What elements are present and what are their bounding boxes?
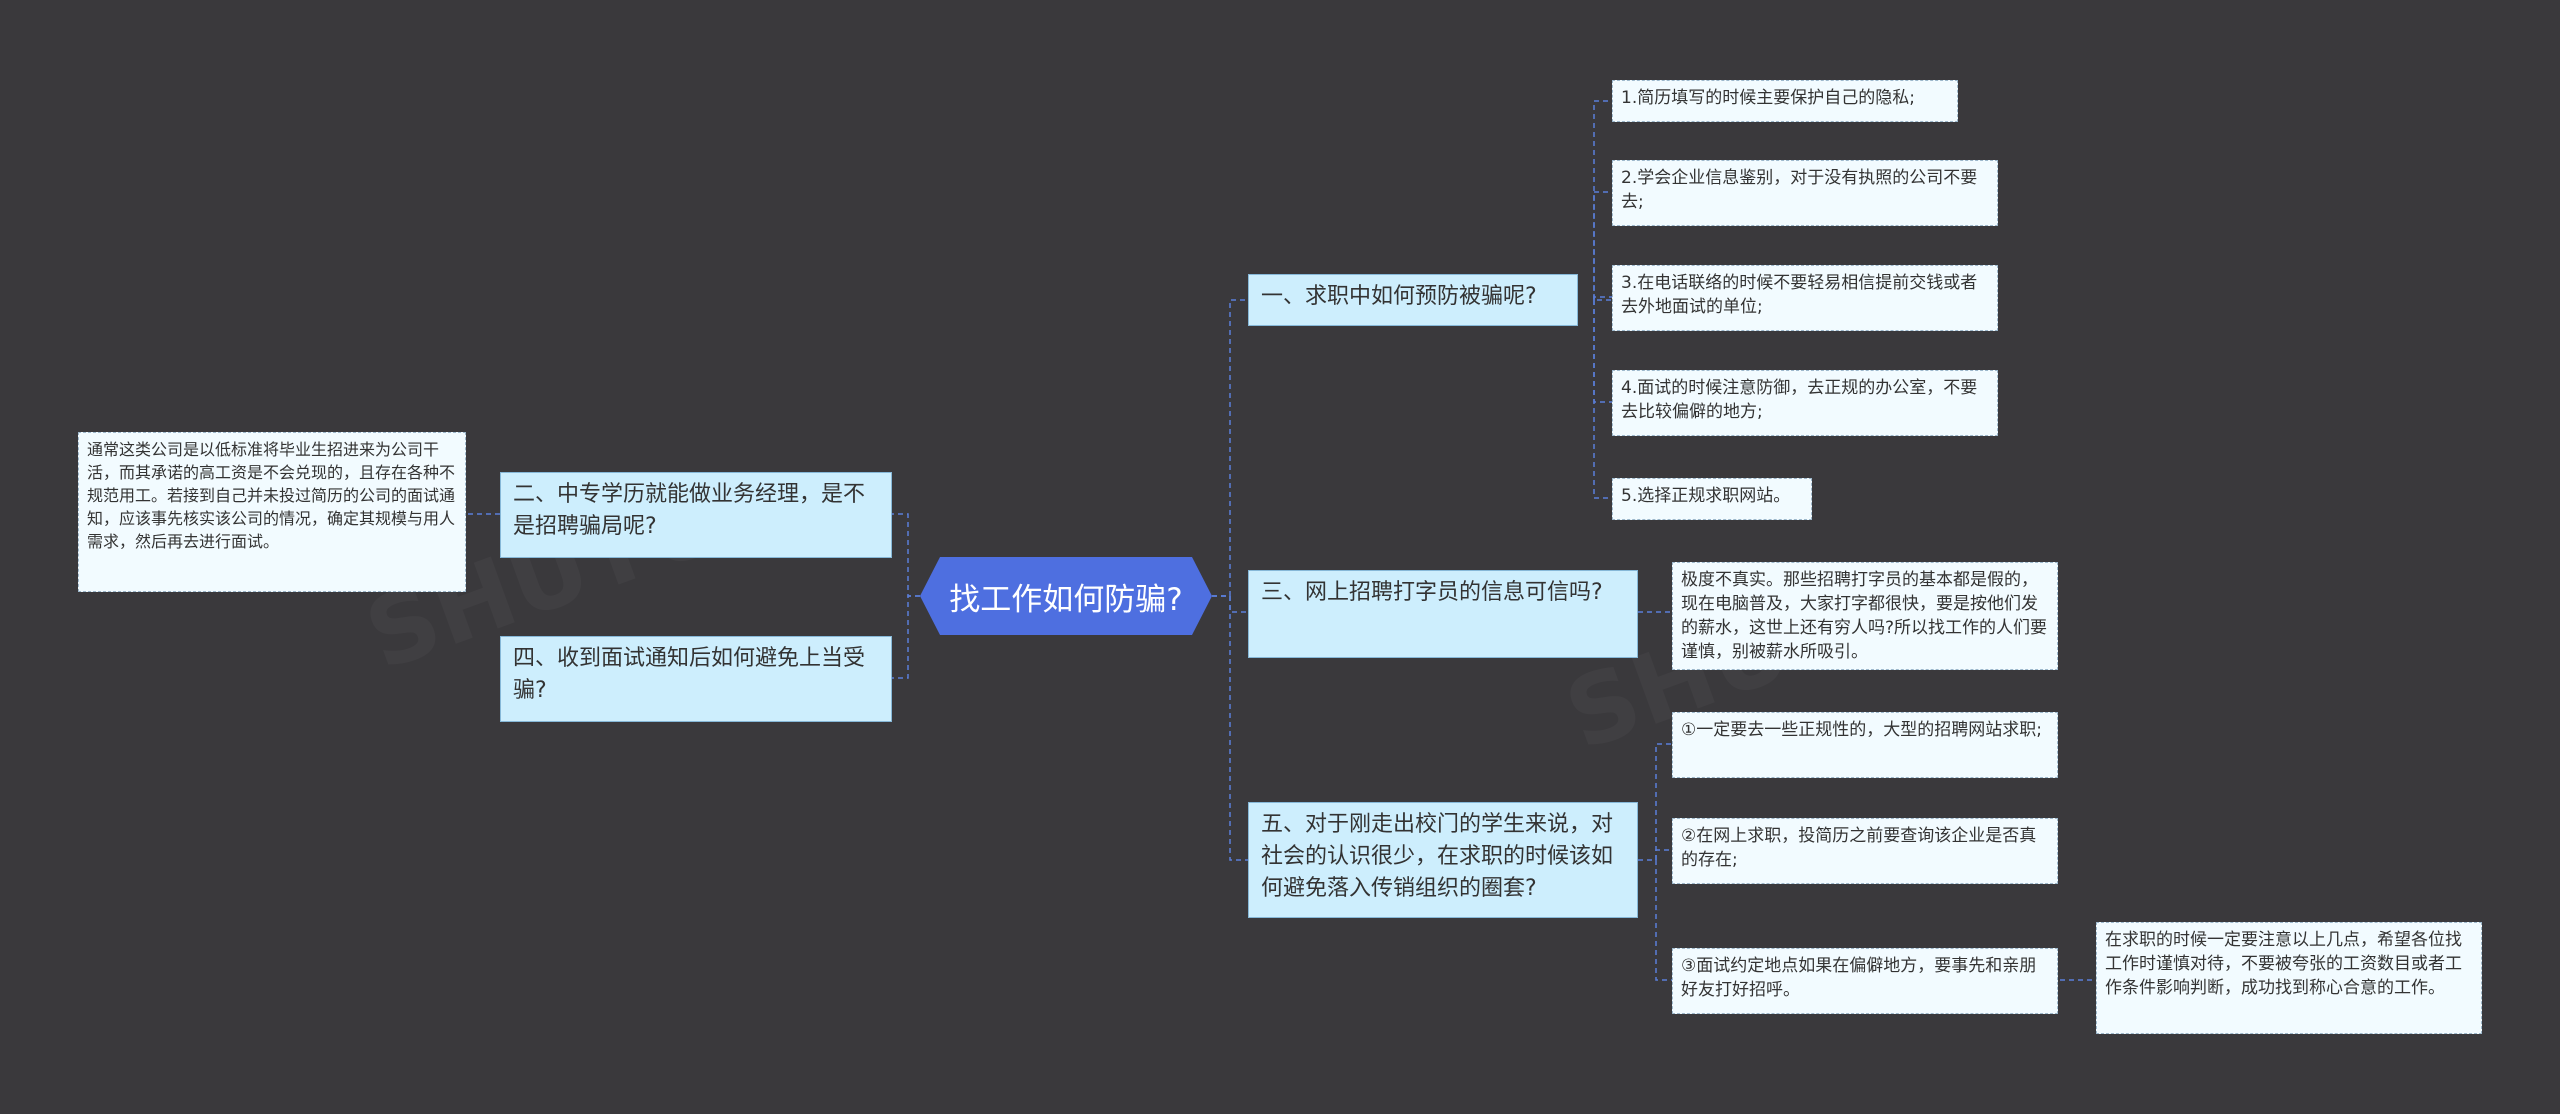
link-b5-l3 [1655, 860, 1672, 981]
link-b1-l2 [1593, 191, 1612, 300]
leaf-b5-2[interactable]: ②在网上求职，投简历之前要查询该企业是否真的存在; [1672, 818, 2058, 884]
branch-label: 一、求职中如何预防被骗呢? [1261, 284, 1537, 309]
leaf-text: 极度不真实。那些招聘打字员的基本都是假的，现在电脑普及，大家打字都很快，要是按他… [1681, 570, 2048, 662]
leaf-b5-3[interactable]: ③面试约定地点如果在偏僻地方，要事先和亲朋好友打好招呼。 [1672, 948, 2058, 1014]
branch-prevent-fraud[interactable]: 一、求职中如何预防被骗呢? [1248, 274, 1578, 326]
link-b5-l1 [1638, 743, 1672, 861]
link-b1-l4 [1593, 300, 1612, 403]
leaf-b3-1[interactable]: 极度不真实。那些招聘打字员的基本都是假的，现在电脑普及，大家打字都很快，要是按他… [1672, 562, 2058, 670]
link-b1-l5 [1593, 300, 1612, 499]
branch-interview-notice[interactable]: 四、收到面试通知后如何避免上当受骗? [500, 636, 892, 722]
leaf-text: 3.在电话联络的时候不要轻易相信提前交钱或者去外地面试的单位; [1621, 273, 1978, 317]
root-topic-label: 找工作如何防骗? [949, 581, 1183, 618]
leaf-b5-3-sub[interactable]: 在求职的时候一定要注意以上几点，希望各位找工作时谨慎对待，不要被夸张的工资数目或… [2096, 922, 2482, 1034]
branch-label: 二、中专学历就能做业务经理，是不是招聘骗局呢? [513, 482, 866, 539]
leaf-text: ③面试约定地点如果在偏僻地方，要事先和亲朋好友打好招呼。 [1681, 956, 2037, 1000]
link-b5-l2 [1655, 849, 1672, 860]
leaf-b1-2[interactable]: 2.学会企业信息鉴别，对于没有执照的公司不要去; [1612, 160, 1998, 226]
leaf-b2-1[interactable]: 通常这类公司是以低标准将毕业生招进来为公司干活，而其承诺的高工资是不会兑现的，且… [78, 432, 466, 592]
leaf-text: 在求职的时候一定要注意以上几点，希望各位找工作时谨慎对待，不要被夸张的工资数目或… [2105, 930, 2462, 998]
leaf-text: 4.面试的时候注意防御，去正规的办公室，不要去比较偏僻的地方; [1621, 378, 1978, 422]
link-b1-l3 [1593, 296, 1612, 300]
leaf-text: ①一定要去一些正规性的，大型的招聘网站求职; [1681, 720, 2042, 740]
leaf-text: ②在网上求职，投简历之前要查询该企业是否真的存在; [1681, 826, 2037, 870]
branch-label: 四、收到面试通知后如何避免上当受骗? [513, 646, 866, 703]
link-root-b1 [1212, 299, 1248, 597]
leaf-b5-1[interactable]: ①一定要去一些正规性的，大型的招聘网站求职; [1672, 712, 2058, 778]
root-topic[interactable]: 找工作如何防骗? [920, 557, 1212, 635]
leaf-b1-1[interactable]: 1.简历填写的时候主要保护自己的隐私; [1612, 80, 1958, 122]
leaf-text: 2.学会企业信息鉴别，对于没有执照的公司不要去; [1621, 168, 1978, 212]
leaf-b1-3[interactable]: 3.在电话联络的时候不要轻易相信提前交钱或者去外地面试的单位; [1612, 265, 1998, 331]
branch-typist-jobs[interactable]: 三、网上招聘打字员的信息可信吗? [1248, 570, 1638, 658]
link-root-b2 [892, 513, 920, 597]
branch-label: 三、网上招聘打字员的信息可信吗? [1261, 580, 1603, 605]
leaf-text: 通常这类公司是以低标准将毕业生招进来为公司干活，而其承诺的高工资是不会兑现的，且… [87, 440, 456, 551]
branch-business-manager[interactable]: 二、中专学历就能做业务经理，是不是招聘骗局呢? [500, 472, 892, 558]
link-root-b4 [892, 595, 920, 679]
branch-pyramid-scheme[interactable]: 五、对于刚走出校门的学生来说，对社会的认识很少，在求职的时候该如何避免落入传销组… [1248, 802, 1638, 918]
leaf-b1-5[interactable]: 5.选择正规求职网站。 [1612, 478, 1812, 520]
leaf-b1-4[interactable]: 4.面试的时候注意防御，去正规的办公室，不要去比较偏僻的地方; [1612, 370, 1998, 436]
branch-label: 五、对于刚走出校门的学生来说，对社会的认识很少，在求职的时候该如何避免落入传销组… [1261, 812, 1614, 901]
link-root-b5 [1212, 595, 1248, 861]
link-b2-l1 [466, 511, 500, 515]
leaf-text: 5.选择正规求职网站。 [1621, 486, 1791, 506]
leaf-text: 1.简历填写的时候主要保护自己的隐私; [1621, 88, 1915, 108]
